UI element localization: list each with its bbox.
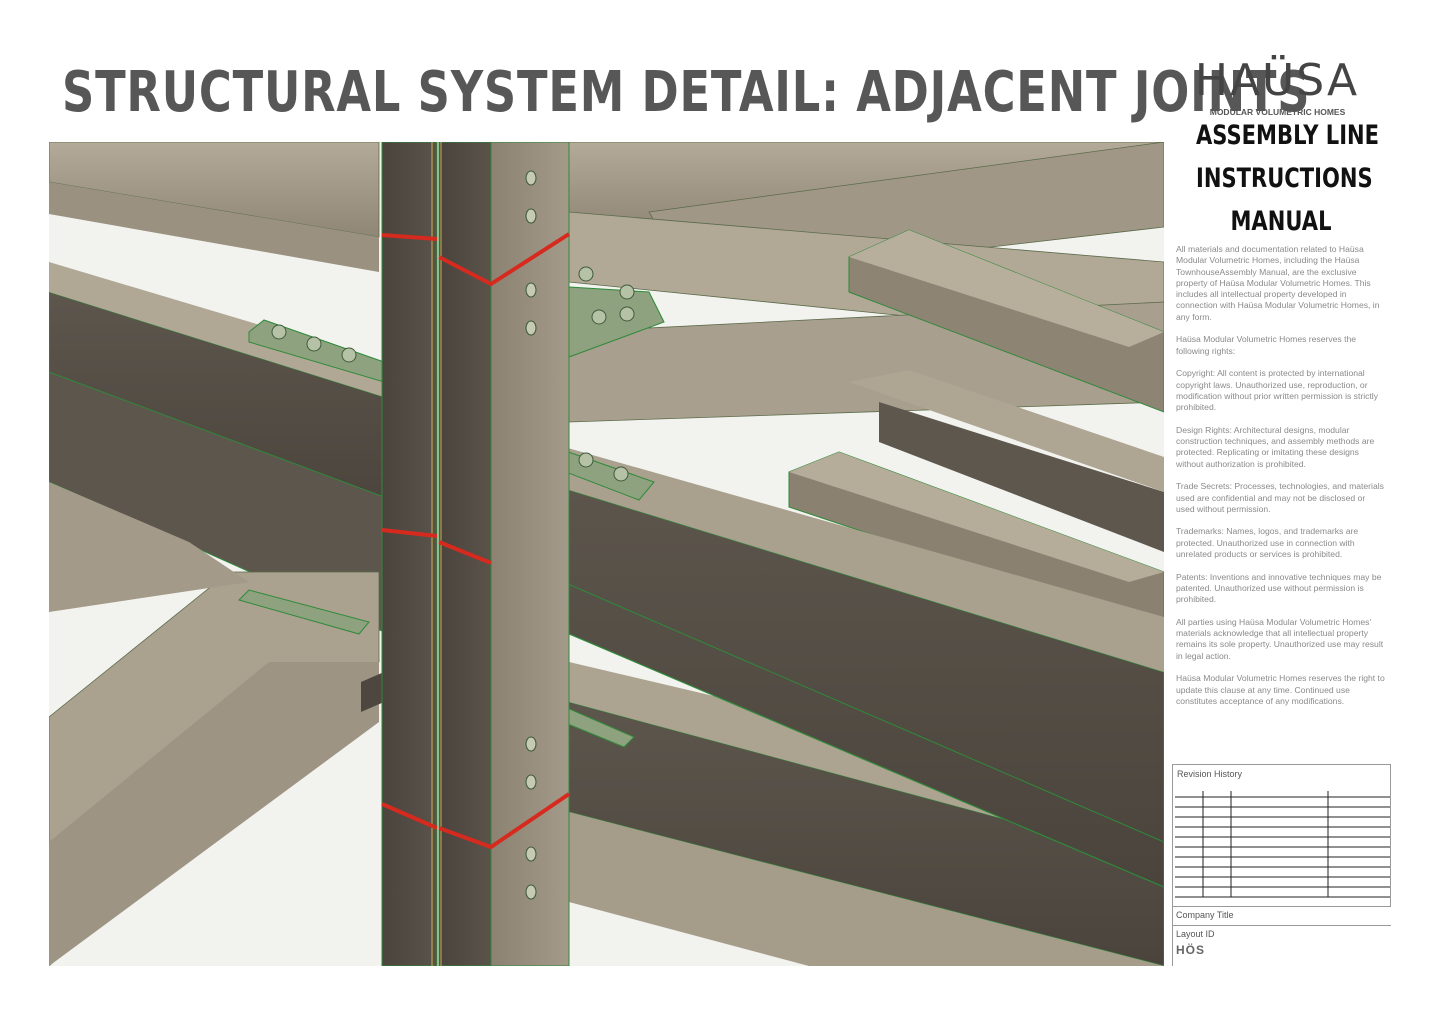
- beam-ledge-lower-top: [789, 452, 1164, 582]
- legal-paragraph: Copyright: All content is protected by i…: [1176, 368, 1379, 413]
- column-bolt-holes: [525, 170, 537, 900]
- weld-mid: [381, 528, 492, 565]
- company-title-box: Company Title: [1172, 906, 1391, 926]
- beam-stub: [361, 672, 384, 712]
- beam-mid-right-top: [849, 370, 1164, 492]
- legal-notice: All materials and documentation related …: [1176, 244, 1386, 764]
- manual-title-line: MANUAL: [1230, 206, 1332, 237]
- manual-title-line: ASSEMBLY LINE: [1195, 120, 1380, 151]
- manual-title: ASSEMBLY LINE INSTRUCTIONS MANUAL: [1172, 114, 1390, 244]
- legal-paragraph: All parties using Haüsa Modular Volumetr…: [1176, 616, 1384, 661]
- beam-left-front-top: [49, 262, 384, 397]
- layout-id-value: HÖS: [1176, 943, 1206, 957]
- legal-paragraph: Trademarks: Names, logos, and trademarks…: [1176, 526, 1359, 560]
- layout-id-box: Layout ID HÖS: [1172, 926, 1391, 966]
- legal-paragraph: Design Rights: Architectural designs, mo…: [1176, 424, 1375, 469]
- beam-lower-left-far: [49, 482, 249, 612]
- plate-lower-left: [238, 589, 370, 635]
- revision-history-box: Revision History: [1172, 764, 1391, 906]
- page-title: STRUCTURAL SYSTEM DETAIL: ADJACENT JOINT…: [62, 60, 1311, 125]
- legal-paragraph: Haüsa Modular Volumetric Homes reserves …: [1176, 673, 1385, 706]
- beam-mid-right: [879, 402, 1164, 552]
- legal-paragraph: Trade Secrets: Processes, technologies, …: [1176, 481, 1384, 514]
- weld-bottom: [381, 792, 571, 850]
- weld-top: [381, 232, 571, 287]
- structural-render: [49, 142, 1164, 966]
- beam-lower-left-2: [49, 662, 379, 966]
- revision-table: [1175, 791, 1390, 898]
- beam-lower-right-far: [569, 812, 1164, 966]
- steel-frame-illustration: [49, 142, 1164, 966]
- column-left-tube: [381, 142, 438, 966]
- beam-top-left-underside: [49, 182, 379, 272]
- brand-logo: HAÜSA: [1194, 55, 1360, 106]
- layout-id-label: Layout ID: [1176, 929, 1215, 939]
- legal-paragraph: All materials and documentation related …: [1176, 244, 1380, 322]
- legal-paragraph: Haüsa Modular Volumetric Homes reserves …: [1176, 334, 1357, 356]
- plate-upper-right: [568, 266, 665, 358]
- column-light-face: [490, 142, 570, 966]
- company-title-label: Company Title: [1176, 910, 1234, 920]
- beam-front-main-edge: [493, 551, 1164, 843]
- beam-ledge-upper-top: [849, 230, 1164, 347]
- beam-front-main-top: [494, 437, 1164, 672]
- revision-history-label: Revision History: [1177, 769, 1243, 779]
- brand-tagline: MODULAR VOLUMETRIC HOMES: [1209, 107, 1346, 117]
- legal-paragraph: Patents: Inventions and innovative techn…: [1176, 571, 1382, 605]
- manual-title-line: INSTRUCTIONS: [1195, 163, 1373, 194]
